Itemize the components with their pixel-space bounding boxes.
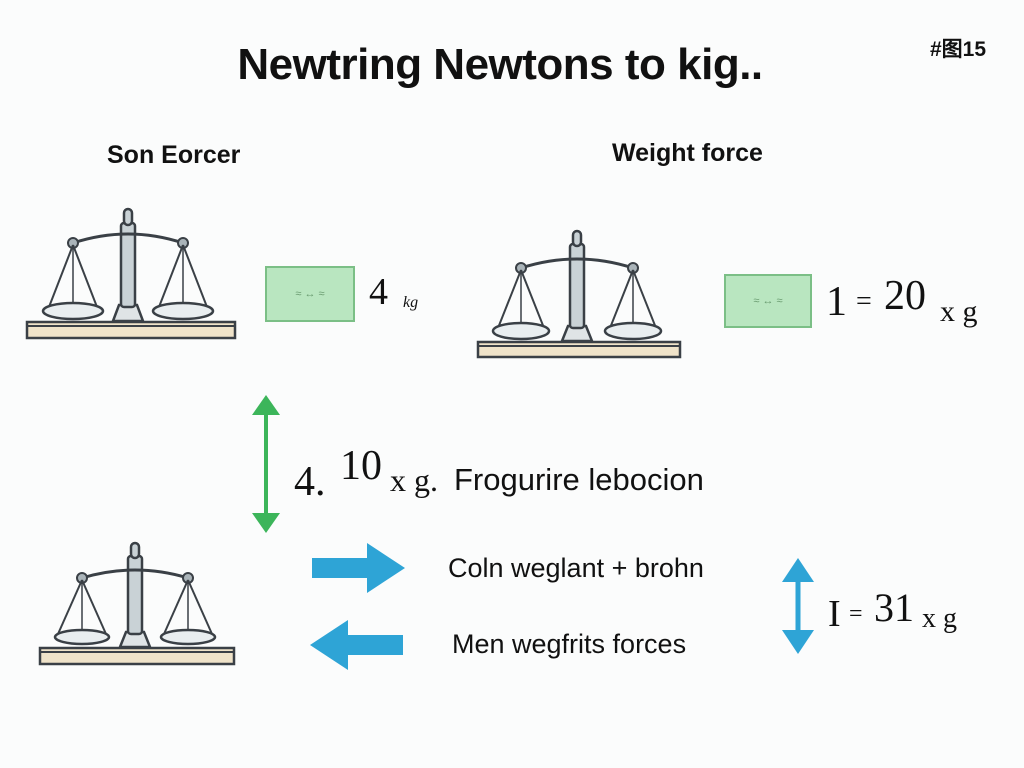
vertical-double-arrow-icon — [782, 558, 814, 654]
eq4-operator: = — [849, 601, 863, 627]
balance-scale-icon — [25, 207, 237, 340]
weight-card: ≈ ↔ ≈ — [724, 274, 812, 328]
right-section-label: Weight force — [612, 139, 763, 167]
eq4-lhs: I — [828, 593, 841, 635]
balance-scale-icon — [38, 541, 236, 666]
eq4-number: 31 — [874, 585, 914, 630]
eq3-lhs: 4. — [294, 459, 326, 505]
arrow-left-icon — [310, 620, 403, 670]
vertical-double-arrow-icon — [252, 395, 280, 533]
page-title: Newtring Newtons to kig.. — [237, 40, 763, 89]
eq2-unit: x g — [940, 295, 978, 328]
balance-scale-icon — [476, 229, 682, 359]
weight-card: ≈ ↔ ≈ — [265, 266, 355, 322]
row1-text: Coln weglant + brohn — [448, 553, 704, 583]
arrow-right-icon — [312, 543, 405, 593]
eq1-number: 4 — [369, 271, 388, 313]
eq3-unit: x g. — [390, 462, 438, 498]
left-section-label: Son Eorcer — [107, 141, 241, 169]
eq4-unit: x g — [922, 603, 957, 634]
eq3-description: Frogurire lebocion — [454, 462, 704, 497]
eq2-lhs: 1 — [826, 279, 847, 325]
figure-badge: #图15 — [930, 38, 987, 61]
eq3-number: 10 — [340, 443, 382, 489]
eq2-operator: = — [856, 286, 872, 317]
eq1-unit: kg — [403, 294, 419, 311]
row2-text: Men wegfrits forces — [452, 629, 687, 659]
eq2-number: 20 — [884, 273, 926, 319]
